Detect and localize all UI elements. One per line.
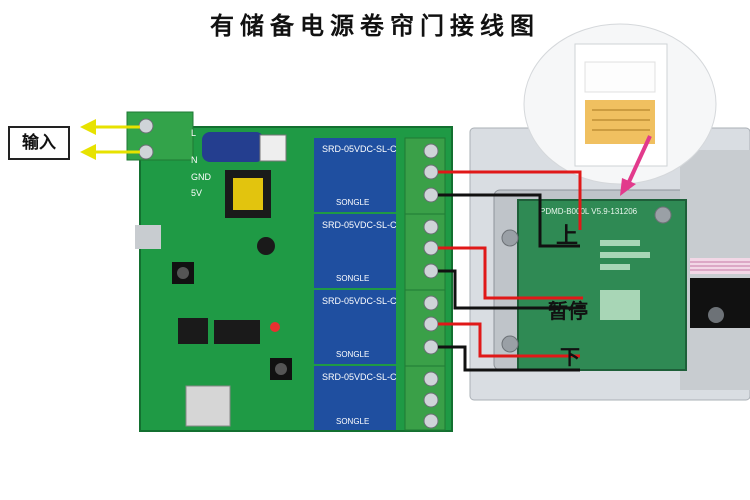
label-N: N: [191, 155, 198, 165]
svg-text:SRD-05VDC-SL-C: SRD-05VDC-SL-C: [322, 144, 397, 154]
relay-board: L N GND 5V SRD-05VDC-SL-C SRD-05VDC-SL-C…: [126, 111, 453, 432]
pointer-arrow: [626, 135, 652, 185]
svg-text:SRD-05VDC-SL-C: SRD-05VDC-SL-C: [322, 372, 397, 382]
relay-4: [314, 366, 396, 430]
page-title: 有储备电源卷帘门接线图: [210, 12, 540, 40]
wire-stop-red: [438, 246, 583, 300]
wire-down-black: [438, 345, 580, 372]
relay-terminals: [404, 137, 446, 431]
label-5V: 5V: [191, 188, 202, 198]
wire-up-red: [438, 170, 582, 230]
label-L: L: [191, 128, 196, 138]
relay-3: [314, 290, 396, 364]
relay-2: [314, 214, 396, 288]
controller-pcb: [517, 199, 687, 371]
svg-text:SRD-05VDC-SL-C: SRD-05VDC-SL-C: [322, 296, 397, 306]
svg-text:SONGLE: SONGLE: [336, 198, 369, 207]
ribbon-cable: [690, 258, 750, 274]
relays: SRD-05VDC-SL-C SRD-05VDC-SL-C SRD-05VDC-…: [314, 138, 397, 430]
label-down: 下: [560, 345, 580, 369]
wire-stop-black: [438, 269, 583, 310]
input-label: 输入: [8, 126, 70, 160]
label-stop: 暂停: [548, 299, 588, 323]
wire-down-red: [438, 322, 580, 358]
svg-text:SONGLE: SONGLE: [336, 350, 369, 359]
relay-1: [314, 138, 396, 212]
wire-up-black: [438, 193, 580, 248]
inset-photo: [523, 23, 717, 196]
input-arrows: [80, 119, 140, 160]
label-GND: GND: [191, 172, 212, 182]
wires: [438, 170, 583, 372]
label-up: 上: [556, 224, 578, 249]
capacitor: [202, 132, 264, 162]
svg-text:SRD-05VDC-SL-C: SRD-05VDC-SL-C: [322, 220, 397, 230]
svg-text:SONGLE: SONGLE: [336, 417, 369, 426]
svg-text:SONGLE: SONGLE: [336, 274, 369, 283]
controller-model: PDMD-B000L V5.9-131206: [540, 207, 638, 216]
door-controller-box: PDMD-B000L V5.9-131206: [469, 127, 750, 401]
